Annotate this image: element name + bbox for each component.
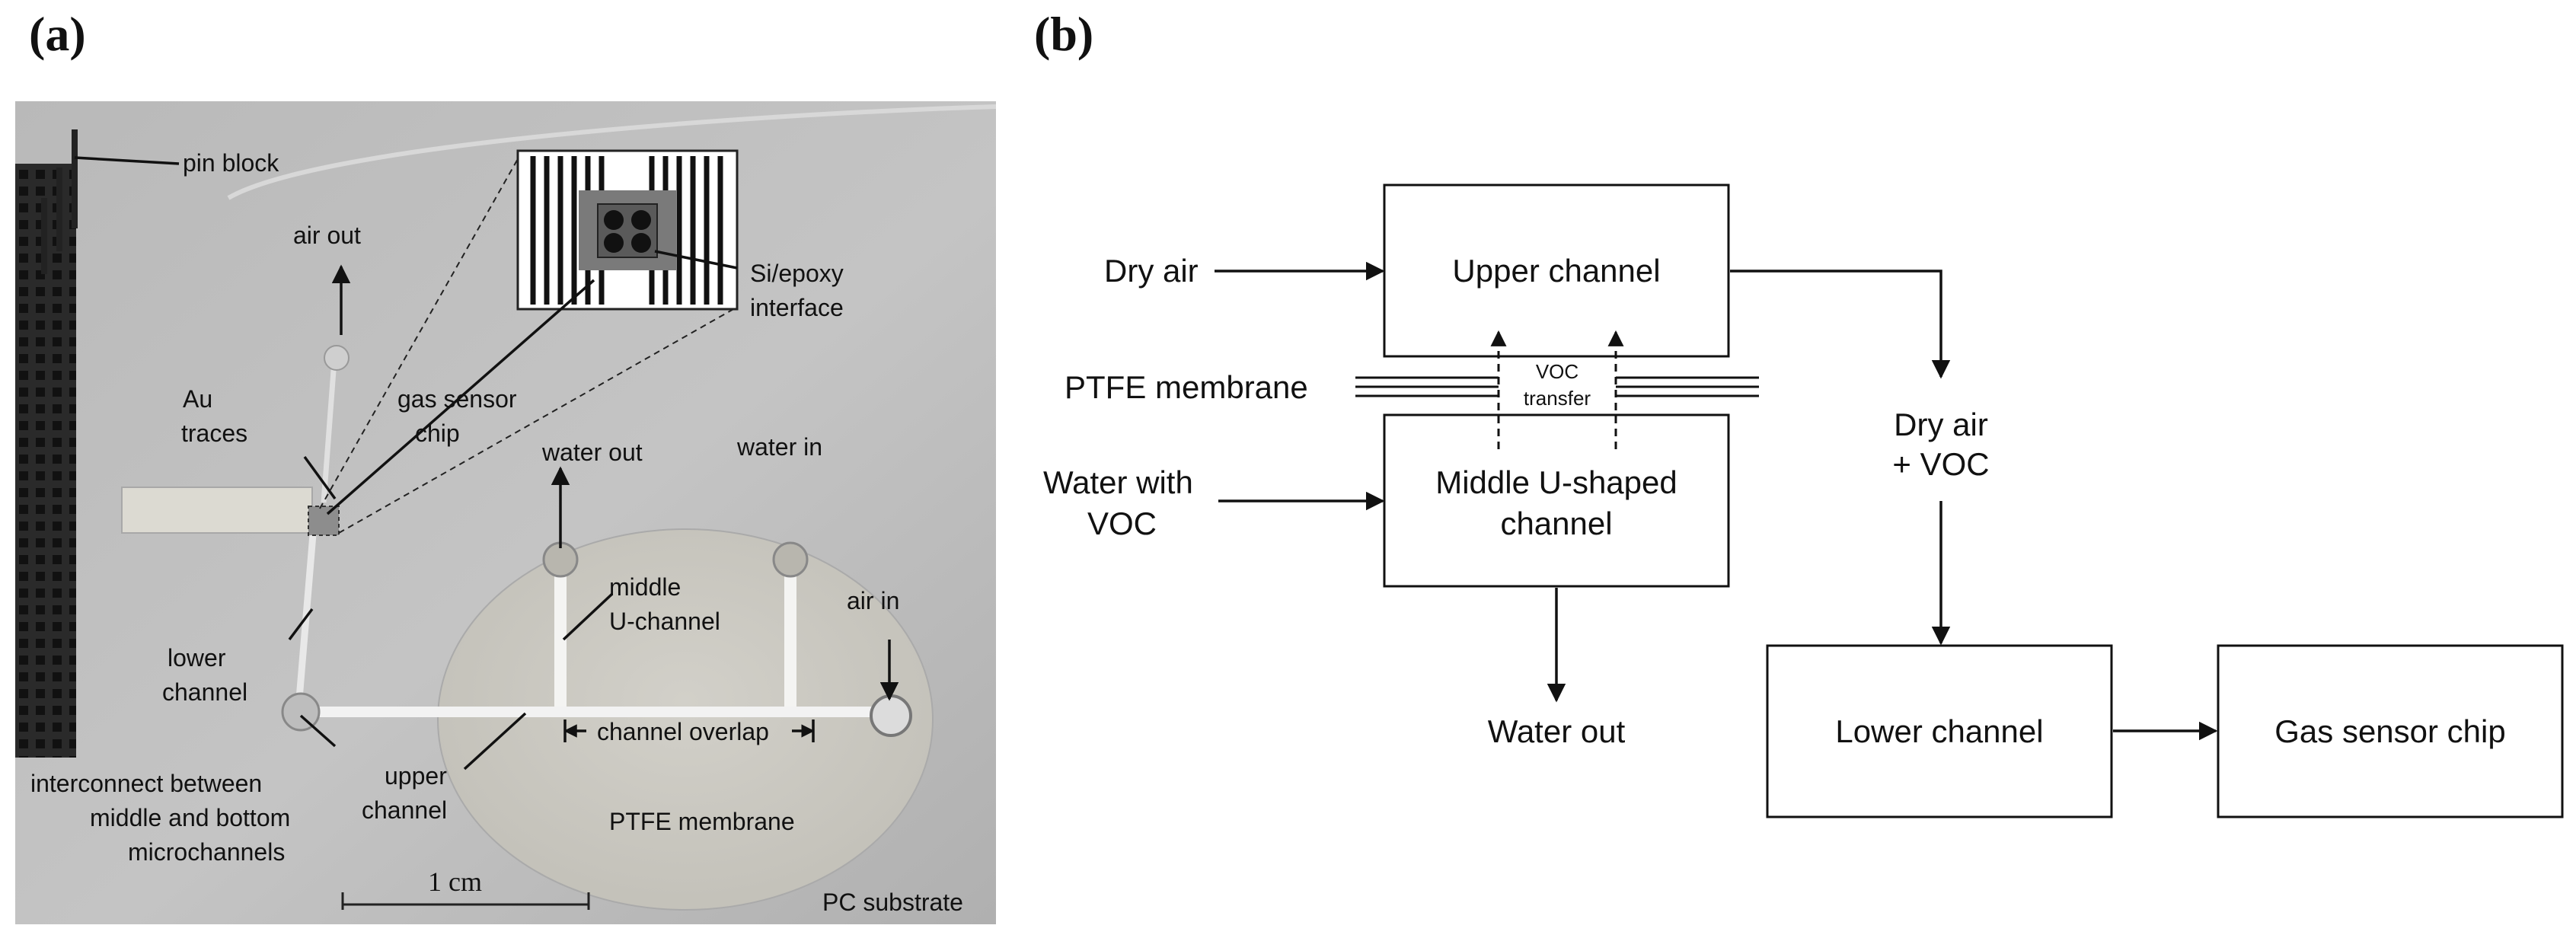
ptfe-membrane-lines: [1355, 376, 1759, 397]
label-water-out-a: water out: [541, 439, 643, 466]
upper-out-arrow: [1730, 270, 1951, 379]
panel-a-label: (a): [29, 7, 86, 61]
middle-channel-label-1: Middle U-shaped: [1435, 464, 1677, 500]
au-traces-strip: [121, 487, 313, 534]
upper-channel-label: Upper channel: [1452, 253, 1660, 289]
gas-sensor-chip-image: [308, 506, 340, 536]
label-upper-1: upper: [385, 762, 447, 790]
water-with-voc-label-2: VOC: [1087, 506, 1157, 541]
label-scale-bar: 1 cm: [428, 866, 482, 897]
dry-air-label: Dry air: [1104, 253, 1199, 289]
label-gas-sensor-2: chip: [415, 420, 460, 447]
label-upper-2: channel: [362, 796, 447, 824]
label-interconnect-1: interconnect between: [30, 770, 262, 797]
water-with-voc-label-1: Water with: [1043, 464, 1193, 500]
lower-channel-label: Lower channel: [1835, 713, 2043, 749]
gas-sensor-chip-label: Gas sensor chip: [2274, 713, 2505, 749]
label-air-in: air in: [847, 587, 899, 614]
box-gas-sensor-chip: [2217, 644, 2564, 818]
panel-a-leaders: [74, 156, 899, 770]
voc-transfer-label-1: VOC: [1536, 360, 1578, 383]
panel-b-label: (b): [1034, 7, 1094, 61]
dry-air-voc-label-1: Dry air: [1894, 407, 1988, 442]
sensor-chip-inset: [516, 149, 739, 311]
dry-air-voc-label-2: + VOC: [1892, 446, 1989, 482]
voc-transfer-label-2: transfer: [1524, 387, 1591, 410]
label-air-out: air out: [293, 222, 361, 249]
label-pc-substrate: PC substrate: [822, 889, 963, 916]
label-middle-2: U-channel: [609, 608, 720, 635]
water-out-label: Water out: [1488, 713, 1626, 749]
box-lower-channel: [1766, 644, 2113, 818]
label-au-2: traces: [181, 420, 247, 447]
label-interconnect-3: microchannels: [128, 838, 285, 866]
label-middle-1: middle: [609, 573, 681, 601]
box-upper-channel: [1383, 183, 1730, 358]
label-gas-sensor-1: gas sensor: [397, 385, 517, 413]
label-lower-1: lower: [168, 644, 226, 672]
box-middle-channel: [1383, 413, 1730, 588]
panel-a-photo: [15, 101, 997, 924]
label-pin-block: pin block: [183, 149, 279, 177]
label-lower-2: channel: [162, 678, 247, 706]
ptfe-membrane-label: PTFE membrane: [1065, 369, 1308, 405]
panel-a-labels: pin block air out Si/epoxy interface Au …: [30, 149, 963, 916]
label-interconnect-2: middle and bottom: [90, 804, 290, 831]
label-water-in: water in: [736, 433, 822, 461]
label-au-1: Au: [183, 385, 212, 413]
label-si-epoxy-2: interface: [750, 294, 844, 321]
panel-b-diagram: Upper channel Middle U-shaped channel Lo…: [1043, 183, 2564, 818]
label-channel-overlap: channel overlap: [597, 718, 769, 745]
middle-channel-label-2: channel: [1500, 506, 1612, 541]
label-ptfe-membrane-a: PTFE membrane: [609, 808, 795, 835]
label-si-epoxy-1: Si/epoxy: [750, 260, 844, 287]
